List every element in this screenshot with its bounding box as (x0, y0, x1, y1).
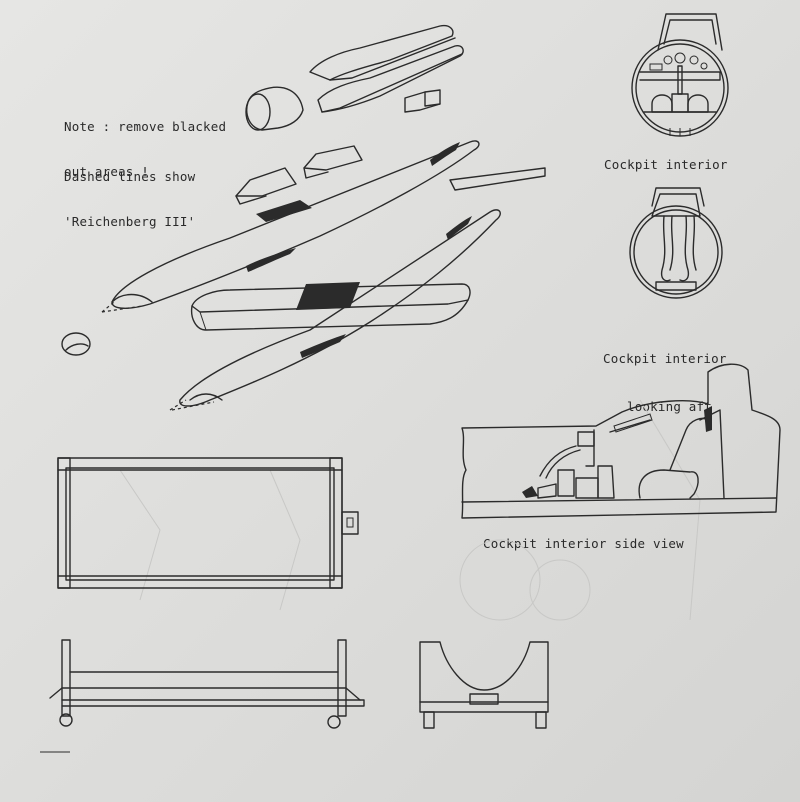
note-dashed-line-2: 'Reichenberg III' (64, 214, 196, 229)
canopy-frame-left (235, 167, 297, 205)
note-remove-blacked: Note : remove blacked out areas ! (64, 89, 226, 209)
stand-top-view (57, 457, 359, 589)
canopy-frame-right (303, 145, 363, 179)
flat-strip-part (449, 167, 546, 191)
note-remove-line-1: Note : remove blacked (64, 119, 227, 134)
intake-ring-part (245, 86, 304, 131)
cradle-end-view (419, 641, 549, 729)
caption-cockpit-interior: Cockpit interior (604, 157, 728, 172)
fuselage-upper-half (101, 140, 480, 313)
nose-cap-part (61, 332, 91, 356)
caption-looking-aft-line-1: Cockpit interior (603, 351, 727, 366)
show-through-lines (119, 399, 701, 621)
wing-part (190, 282, 471, 331)
small-block-part (404, 89, 441, 113)
caption-cockpit-looking-aft: Cockpit interior looking aft (603, 319, 727, 447)
cockpit-side-diagram (461, 363, 781, 519)
cockpit-aft-diagram (629, 187, 723, 299)
note-remove-line-2: out areas ! (64, 164, 149, 179)
canopy-side-part (317, 44, 464, 113)
stand-side-view (49, 639, 365, 729)
note-dashed-line-1: Dashed lines show (64, 169, 196, 184)
fuselage-lower-half (169, 209, 501, 411)
canopy-rear-part (309, 24, 456, 81)
cockpit-interior-diagram (631, 13, 729, 137)
note-dashed-lines: Dashed lines show 'Reichenberg III' (64, 139, 195, 259)
